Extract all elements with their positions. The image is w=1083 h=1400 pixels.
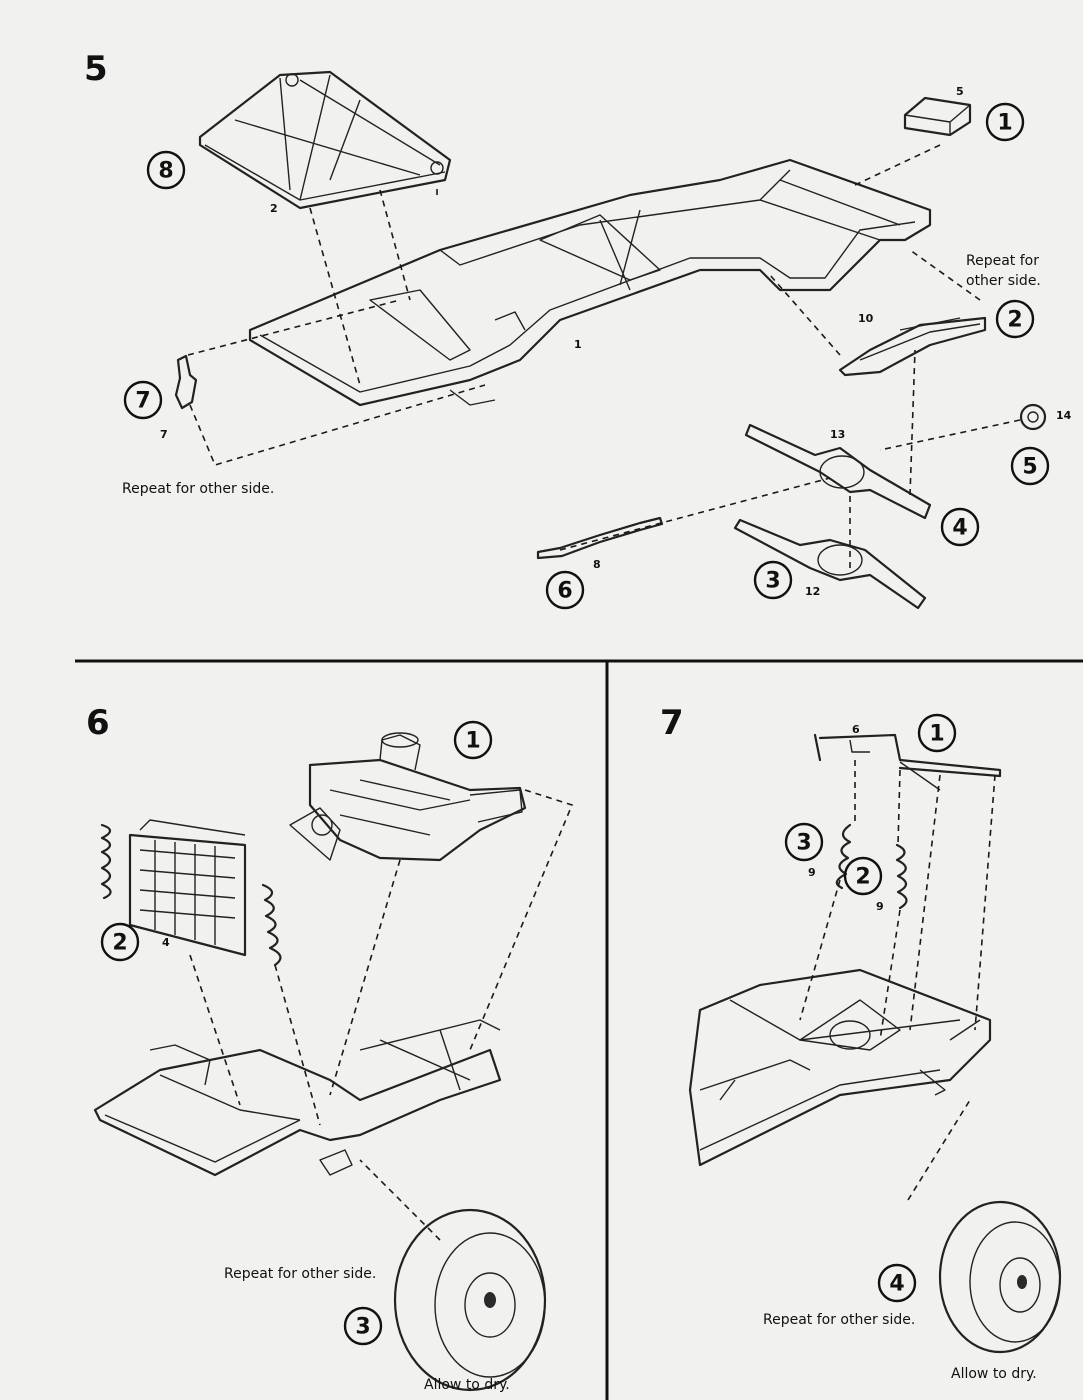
part-number: 9 [876,900,884,913]
step-6-chassis [93,1019,502,1177]
part-number: 14 [1056,409,1072,422]
callout-2: 2 [112,931,127,956]
shock-mount-part [813,733,1002,791]
chassis-frame-part [248,158,932,407]
callout-4: 4 [952,516,967,541]
callout-2: 2 [1007,308,1022,333]
step-7-number: 7 [660,703,684,743]
callout-1: 1 [929,722,944,747]
repeat-note-line2: other side. [966,273,1041,289]
part-number: 12 [805,585,820,598]
callout-7: 7 [135,389,150,414]
step-5-guide-lines [187,144,1021,568]
repeat-note: Repeat for other side. [122,481,274,497]
step-7-guide-lines [799,760,996,1201]
tire-part [938,1200,1062,1354]
allow-to-dry-note: Allow to dry. [951,1366,1037,1382]
part-number: 2 [270,202,278,215]
callout-3: 3 [765,569,780,594]
part-number: 8 [593,558,601,571]
step-6-guide-lines [189,789,574,1241]
radiator-part [128,819,247,957]
step-6-callouts: 1 2 3 [100,720,493,1346]
step-7-chassis [688,968,992,1167]
shock-spring-part [835,823,908,910]
step-5-number: 5 [84,49,108,89]
callout-4: 4 [889,1272,904,1297]
brake-drum-part [1019,403,1047,431]
repeat-note: Repeat for other side. [224,1266,376,1282]
allow-to-dry-note: Allow to dry. [424,1377,510,1393]
callout-1: 1 [997,111,1012,136]
roll-cage-part [198,70,452,210]
step-5-callouts: 1 2 4 5 3 6 7 8 [123,102,1050,610]
callout-6: 6 [557,579,572,604]
callout-2: 2 [855,865,870,890]
part-number: 1 [574,338,582,351]
spindle-part [174,354,198,410]
rear-axle-part [744,423,932,520]
driveshaft-part [536,516,664,560]
callout-5: 5 [1022,455,1037,480]
part-number: 5 [956,85,964,98]
repeat-note: Repeat for other side. [763,1312,915,1328]
leaf-spring-part [838,316,987,377]
step-6-panel: 6 [86,703,574,1393]
step-7-callouts: 1 3 2 4 [784,713,957,1303]
part-number: 6 [852,723,860,736]
callout-3: 3 [355,1315,370,1340]
battery-part [903,96,972,137]
engine-part [289,732,527,862]
step-5-panel: 5 [84,49,1072,610]
coil-spring-part [100,823,282,967]
part-number: 7 [160,428,168,441]
axle-housing-part [733,518,927,610]
callout-3: 3 [796,831,811,856]
tire-part [393,1208,547,1392]
part-number: 4 [162,936,170,949]
callout-1: 1 [465,729,480,754]
step-5-part-numbers: 5 2 1 10 7 13 14 8 12 [160,85,1072,598]
part-number: 13 [830,428,845,441]
part-number: 9 [808,866,816,879]
part-number: 10 [858,312,874,325]
step-7-panel: 7 [660,703,1062,1382]
repeat-note-line1: Repeat for [966,253,1039,269]
step-6-number: 6 [86,703,110,743]
callout-8: 8 [158,159,173,184]
